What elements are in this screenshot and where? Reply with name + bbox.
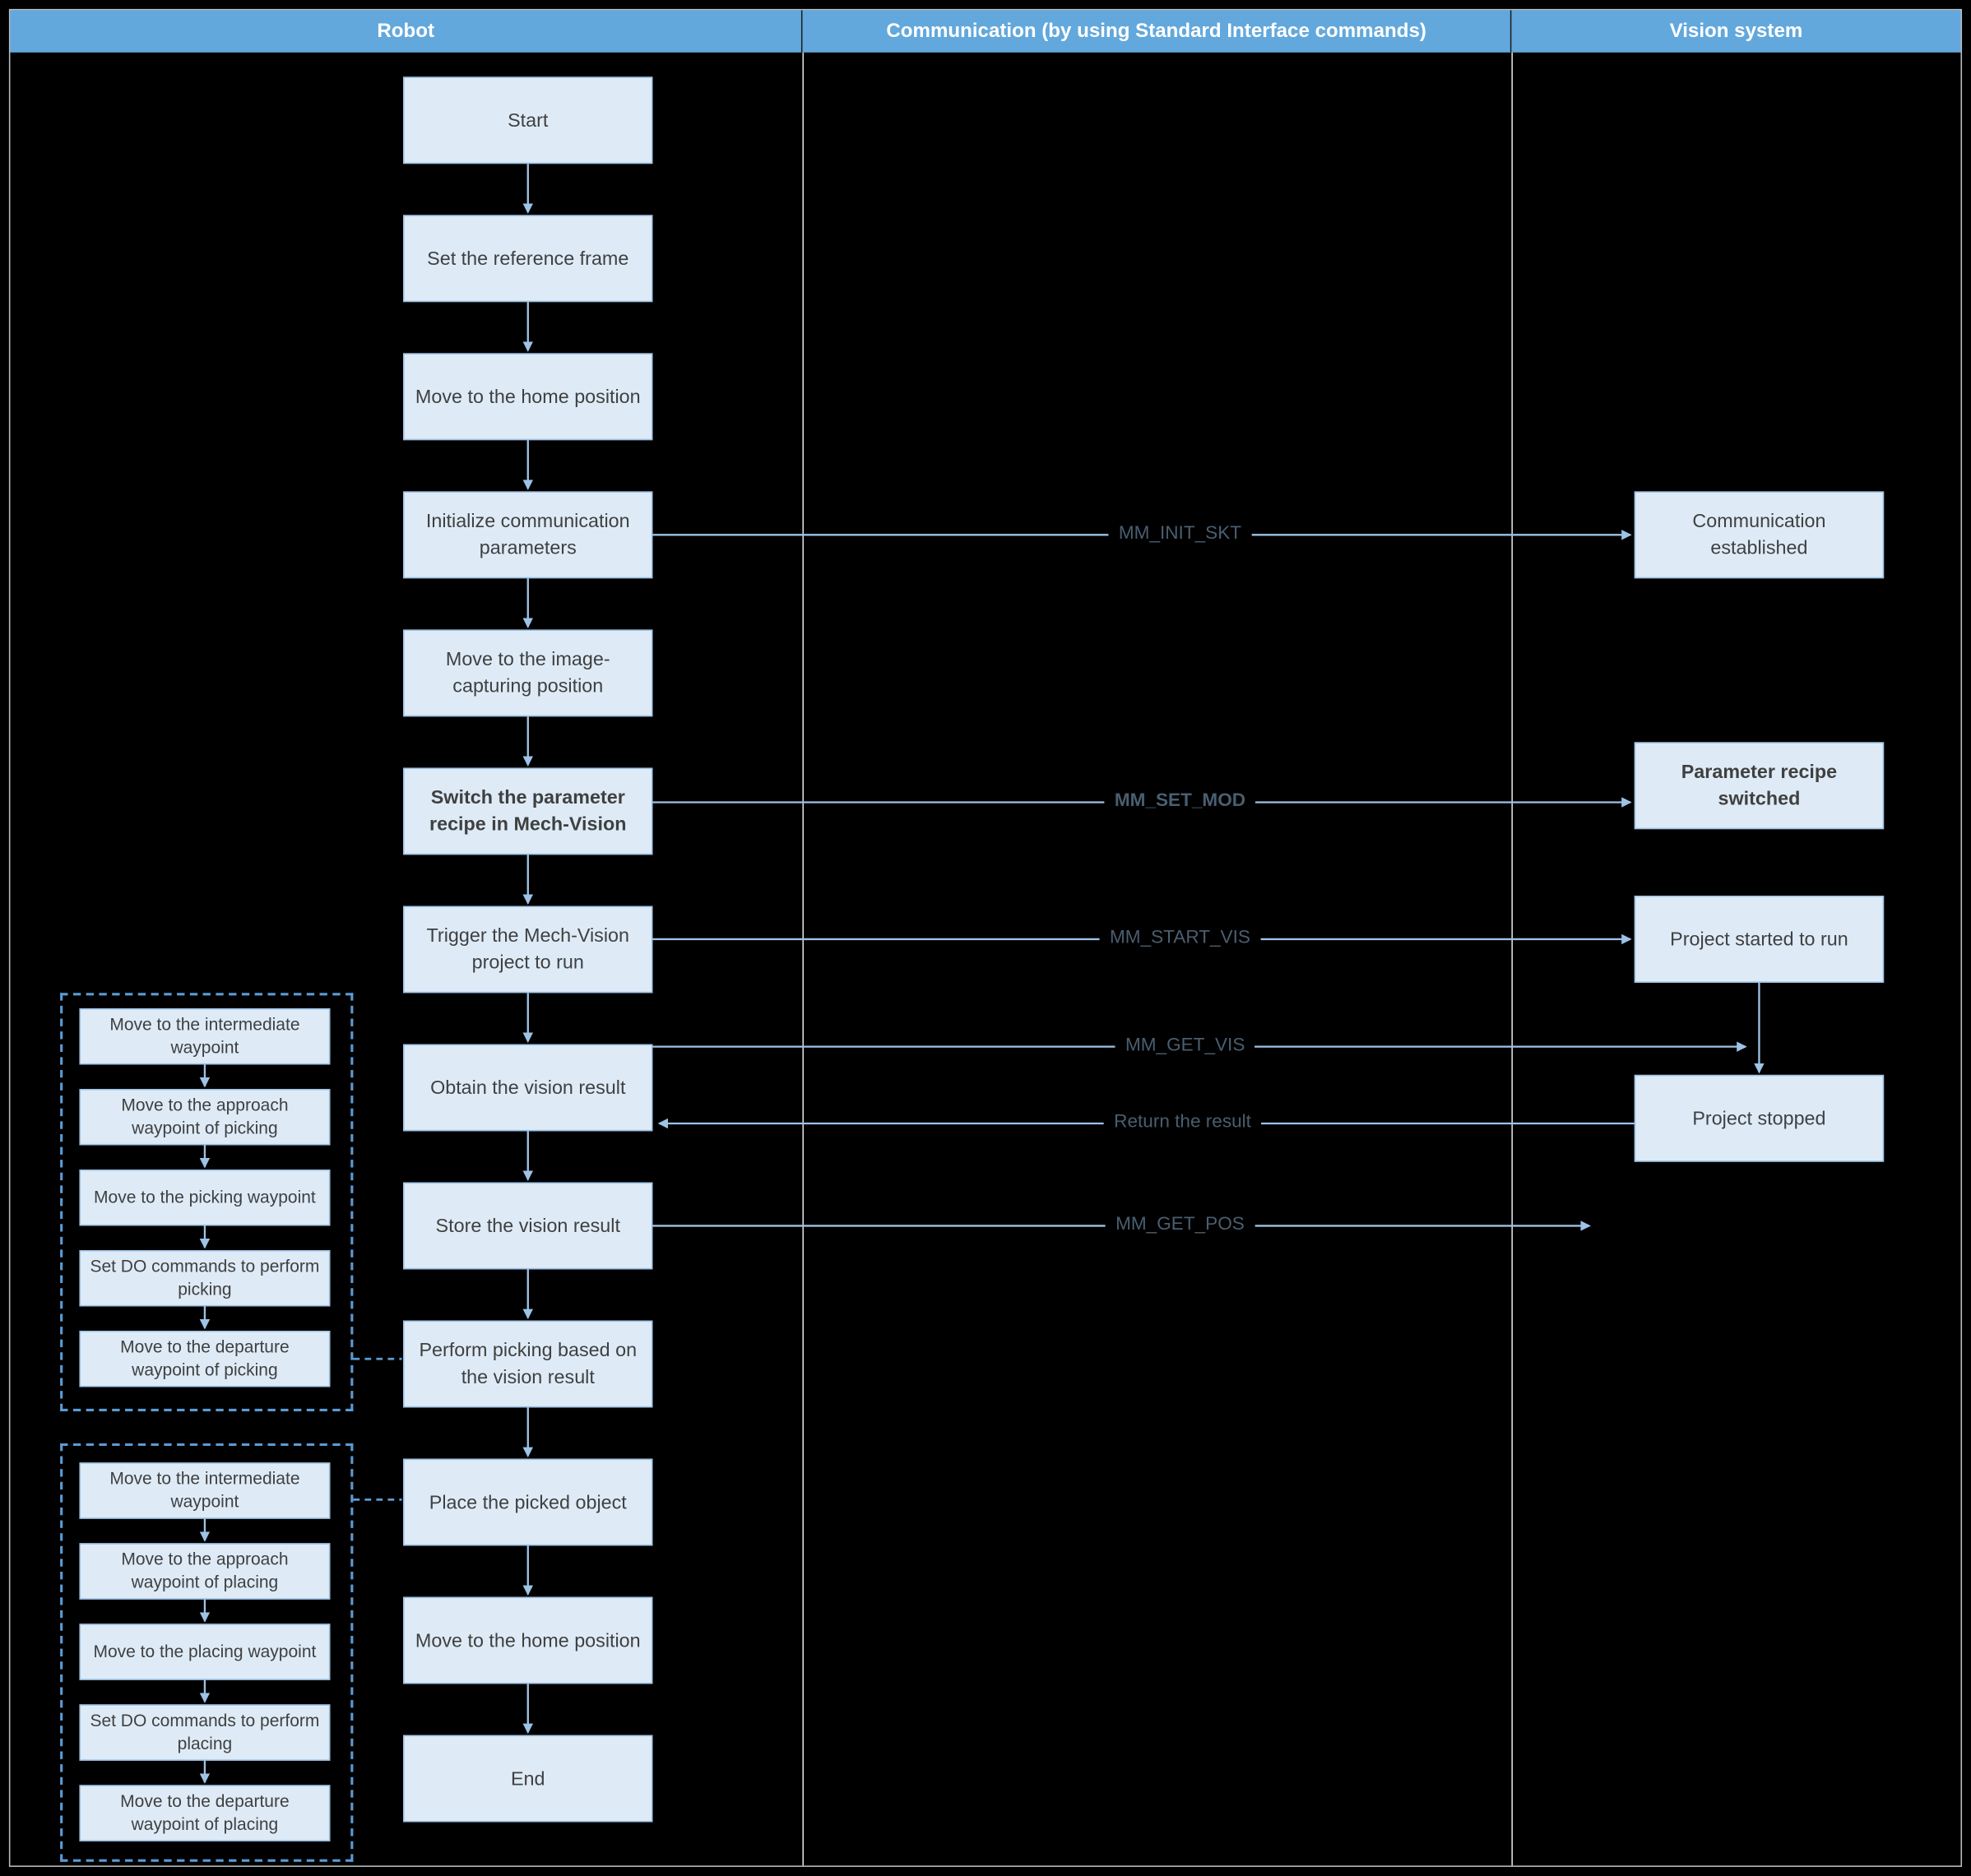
node-parameter-recipe-switched: Parameter recipe switched — [1634, 742, 1885, 830]
node-move-image-capturing-position: Move to the image-capturing position — [403, 629, 653, 717]
node-perform-picking: Perform picking based on the vision resu… — [403, 1320, 653, 1408]
node-move-home-position-1: Move to the home position — [403, 353, 653, 441]
node-initialize-communication: Initialize communication parameters — [403, 491, 653, 579]
node-place-picked-object: Place the picked object — [403, 1458, 653, 1546]
placing-waypoints-group — [60, 1443, 354, 1862]
node-picking-do-commands: Set DO commands to perform picking — [79, 1250, 331, 1307]
node-picking-departure-waypoint: Move to the departure waypoint of pickin… — [79, 1331, 331, 1387]
node-picking-intermediate-waypoint: Move to the intermediate waypoint — [79, 1007, 331, 1065]
node-placing-departure-waypoint: Move to the departure waypoint of placin… — [79, 1785, 331, 1841]
column-header-communication: Communication (by using Standard Interfa… — [802, 10, 1512, 53]
command-label-mm-start-vis: MM_START_VIS — [1099, 924, 1261, 954]
node-communication-established: Communication established — [1634, 491, 1885, 579]
node-picking-waypoint: Move to the picking waypoint — [79, 1170, 331, 1226]
node-end: End — [403, 1735, 653, 1823]
node-placing-do-commands: Set DO commands to perform placing — [79, 1704, 331, 1761]
command-label-mm-set-mod: MM_SET_MOD — [1104, 786, 1256, 817]
column-divider — [1511, 52, 1513, 1866]
picking-waypoints-group — [60, 993, 354, 1412]
node-store-vision-result: Store the vision result — [403, 1182, 653, 1270]
node-project-started-to-run: Project started to run — [1634, 896, 1885, 983]
node-placing-intermediate-waypoint: Move to the intermediate waypoint — [79, 1462, 331, 1519]
node-switch-parameter-recipe: Switch the parameter recipe in Mech-Visi… — [403, 767, 653, 855]
node-trigger-mech-vision-project: Trigger the Mech-Vision project to run — [403, 906, 653, 994]
command-label-mm-get-vis: MM_GET_VIS — [1115, 1031, 1255, 1061]
command-label-return-the-result: Return the result — [1103, 1108, 1262, 1138]
node-start: Start — [403, 76, 653, 164]
node-project-stopped: Project stopped — [1634, 1074, 1885, 1162]
column-header-vision-system: Vision system — [1511, 10, 1961, 53]
node-obtain-vision-result: Obtain the vision result — [403, 1044, 653, 1132]
node-picking-approach-waypoint: Move to the approach waypoint of picking — [79, 1088, 331, 1146]
column-header-robot: Robot — [10, 10, 803, 53]
node-placing-approach-waypoint: Move to the approach waypoint of placing — [79, 1543, 331, 1600]
node-set-reference-frame: Set the reference frame — [403, 215, 653, 303]
column-divider — [802, 52, 805, 1866]
diagram-outer-border — [8, 8, 1963, 1867]
command-label-mm-init-skt: MM_INIT_SKT — [1108, 519, 1252, 549]
command-label-mm-get-pos: MM_GET_POS — [1105, 1210, 1255, 1240]
node-move-home-position-2: Move to the home position — [403, 1596, 653, 1684]
node-placing-waypoint: Move to the placing waypoint — [79, 1624, 331, 1680]
